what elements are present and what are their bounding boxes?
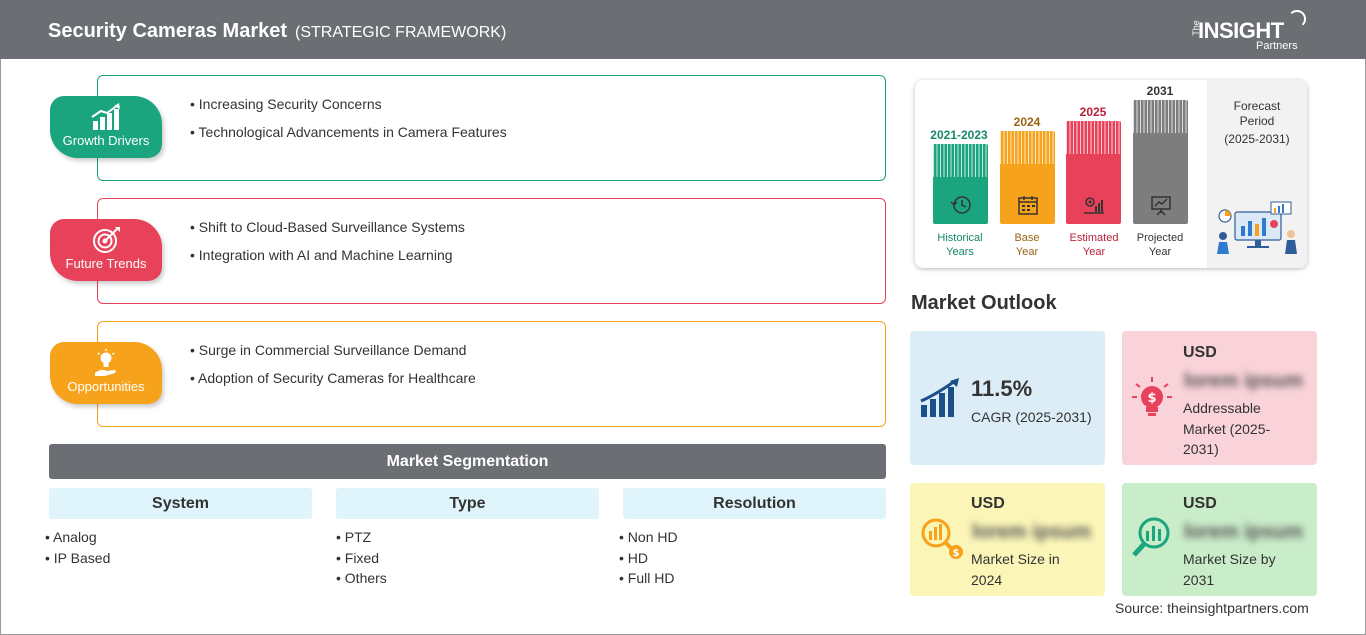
segment-resolution-header: Resolution <box>623 488 886 519</box>
segment-item: Others <box>336 568 599 589</box>
timeline-year-historical: 2021-2023 <box>930 128 988 142</box>
opportunity-point: Adoption of Security Cameras for Healthc… <box>190 370 476 386</box>
bar-stripes <box>1066 121 1121 154</box>
bar-stripes <box>933 144 988 177</box>
market-size-2031-value-blurred: lorem ipsum <box>1184 521 1303 543</box>
timeline-bar-estimated <box>1066 121 1121 224</box>
growth-drivers-box: Increasing Security Concerns Technologic… <box>97 75 886 181</box>
segment-item: HD <box>619 548 886 569</box>
future-trend-point: Shift to Cloud-Based Surveillance System… <box>190 219 465 235</box>
segment-item: IP Based <box>45 548 312 569</box>
timeline-year-base: 2024 <box>1013 115 1041 129</box>
segment-item: PTZ <box>336 527 599 548</box>
growth-drivers-label: Growth Drivers <box>62 133 150 148</box>
segment-system-header: System <box>49 488 312 519</box>
logo-insight: INSIGHT <box>1198 18 1284 43</box>
target-icon <box>93 227 120 253</box>
timeline-bar-historical <box>933 144 988 224</box>
future-trends-box: Shift to Cloud-Based Surveillance System… <box>97 198 886 304</box>
logo-arc-icon <box>1288 10 1306 28</box>
history-icon <box>950 196 971 214</box>
insight-partners-logo: The INSIGHT Partners <box>1188 10 1318 54</box>
gear-chart-icon <box>1084 197 1104 214</box>
segment-item: Analog <box>45 527 312 548</box>
market-outlook-title: Market Outlook <box>911 292 1057 314</box>
segment-resolution: Resolution Non HD HD Full HD <box>623 488 886 589</box>
timeline-bar-projected <box>1133 100 1188 224</box>
opportunities-box: Surge in Commercial Surveillance Demand … <box>97 321 886 427</box>
money-magnifier-icon: $ <box>921 518 963 559</box>
page-title: Security Cameras Market(STRATEGIC FRAMEW… <box>48 20 507 42</box>
page-subtitle: (STRATEGIC FRAMEWORK) <box>295 24 507 41</box>
opportunities-label: Opportunities <box>67 379 145 394</box>
segment-system: System Analog IP Based <box>49 488 312 568</box>
segmentation-title: Market Segmentation <box>49 444 886 479</box>
bar-stripes <box>1133 100 1188 133</box>
growth-driver-point: Increasing Security Concerns <box>190 96 507 112</box>
opportunity-point: Surge in Commercial Surveillance Demand <box>190 342 476 358</box>
logo-partners: Partners <box>1256 40 1298 52</box>
forecast-range: (2025-2031) <box>1224 132 1290 146</box>
timeline-bar-base <box>1000 131 1055 224</box>
svg-text:$: $ <box>953 548 960 559</box>
bar-stripes <box>1000 131 1055 164</box>
growth-chart-icon <box>920 378 959 417</box>
dollar-bulb-icon: $ <box>1132 377 1172 416</box>
presentation-icon <box>1151 196 1171 216</box>
growth-driver-point: Technological Advancements in Camera Fea… <box>190 124 507 140</box>
segment-type-header: Type <box>336 488 599 519</box>
timeline-year-estimated: 2025 <box>1079 105 1107 119</box>
segment-item: Full HD <box>619 568 886 589</box>
cagr-label: CAGR (2025-2031) <box>971 409 1092 425</box>
segment-type: Type PTZ Fixed Others <box>336 488 599 589</box>
market-size-2024-value-blurred: lorem ipsum <box>972 521 1091 543</box>
segment-item: Fixed <box>336 548 599 569</box>
bar-growth-icon <box>91 103 120 130</box>
future-trend-point: Integration with AI and Machine Learning <box>190 247 465 263</box>
cagr-value: 11.5% <box>971 376 1033 401</box>
chart-magnifier-icon <box>1132 517 1170 557</box>
market-size-2024-currency: USD <box>971 495 1005 512</box>
opportunities-badge: Opportunities <box>50 342 162 404</box>
timeline-year-projected: 2031 <box>1146 84 1174 98</box>
segment-item: Non HD <box>619 527 886 548</box>
cagr-card: 11.5% CAGR (2025-2031) <box>910 331 1105 465</box>
source-text: Source: theinsightpartners.com <box>1115 600 1309 616</box>
future-trends-label: Future Trends <box>65 256 147 271</box>
analyst-illustration-icon <box>1217 201 1297 254</box>
addressable-currency: USD <box>1183 344 1217 361</box>
header-bar: Security Cameras Market(STRATEGIC FRAMEW… <box>0 0 1366 59</box>
calendar-icon <box>1018 196 1038 215</box>
addressable-value-blurred: lorem ipsum <box>1184 370 1303 392</box>
future-trends-badge: Future Trends <box>50 219 162 281</box>
growth-drivers-badge: Growth Drivers <box>50 96 162 158</box>
market-size-2031-currency: USD <box>1183 495 1217 512</box>
lightbulb-hand-icon <box>95 349 116 376</box>
svg-text:$: $ <box>1147 391 1156 406</box>
